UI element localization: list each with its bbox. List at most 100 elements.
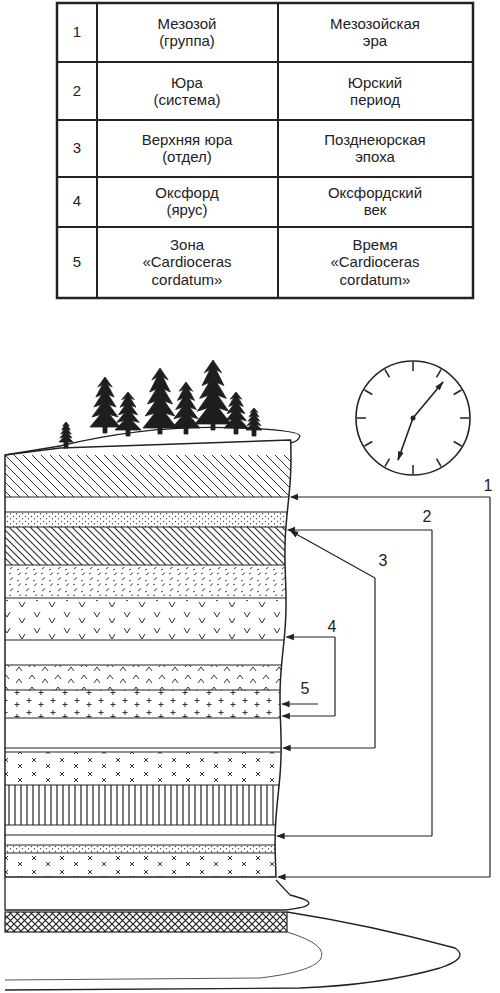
rock-layer bbox=[0, 690, 320, 718]
forest bbox=[59, 360, 262, 448]
callout-number: 5 bbox=[293, 680, 317, 698]
table-rule bbox=[57, 226, 473, 228]
table-grid bbox=[57, 3, 473, 298]
table-cell: 5 bbox=[62, 253, 92, 270]
grass-edge bbox=[60, 427, 300, 446]
callout-number: 3 bbox=[371, 552, 395, 570]
spruce-tree bbox=[172, 382, 200, 434]
table-cell: Юра (система) bbox=[147, 74, 227, 109]
table-cell: 1 bbox=[62, 23, 92, 40]
callout-number: 4 bbox=[320, 618, 344, 636]
rock-layer bbox=[0, 527, 320, 565]
table-rule bbox=[57, 119, 473, 121]
table-cell: Юрский период bbox=[335, 74, 415, 109]
layer-boundary bbox=[5, 844, 275, 845]
layer-boundary bbox=[5, 511, 287, 512]
leader-line bbox=[334, 637, 335, 716]
callout-number: 2 bbox=[415, 508, 439, 526]
clock-hand bbox=[398, 418, 413, 460]
table-cell: Оксфорд (ярус) bbox=[147, 184, 227, 219]
leader-line bbox=[374, 578, 375, 748]
clock-face bbox=[356, 361, 470, 475]
clock-hand bbox=[413, 382, 443, 418]
layer-boundary bbox=[5, 526, 286, 527]
rock-layer bbox=[0, 853, 320, 877]
base-layer bbox=[5, 912, 287, 932]
clock-tick bbox=[437, 459, 442, 467]
table-cell: Верхняя юра (отдел) bbox=[132, 131, 242, 166]
table-rule bbox=[96, 3, 98, 298]
rock-layer bbox=[0, 752, 320, 785]
table-rule bbox=[57, 176, 473, 178]
leader-line bbox=[431, 530, 432, 836]
leader-line bbox=[282, 703, 318, 704]
table-rule bbox=[57, 61, 473, 63]
rock-layer bbox=[0, 600, 320, 640]
leader-line bbox=[278, 876, 490, 877]
spruce-tree bbox=[143, 368, 177, 434]
spruce-tree bbox=[246, 408, 262, 436]
layer-boundary bbox=[5, 751, 281, 752]
clock-ticks bbox=[357, 362, 469, 474]
clock-tick bbox=[357, 417, 366, 419]
layer-boundary bbox=[5, 747, 281, 748]
table-cell: Зона «Cardioceras cordatum» bbox=[132, 236, 242, 288]
clock-tick bbox=[365, 442, 373, 447]
bracket-lines bbox=[277, 497, 490, 877]
layer-boundary bbox=[5, 639, 284, 640]
cliff-outline bbox=[5, 440, 291, 877]
layer-boundary bbox=[5, 834, 275, 835]
callout-number: 1 bbox=[476, 477, 500, 495]
cliff-top bbox=[5, 446, 60, 455]
leader-line bbox=[286, 636, 335, 637]
rock-fill bbox=[0, 430, 320, 890]
ground bbox=[5, 877, 460, 990]
clock-tick bbox=[437, 370, 442, 378]
table-rule bbox=[277, 3, 279, 298]
leader-line bbox=[291, 496, 490, 497]
table-cell: Оксфордский век bbox=[323, 184, 428, 219]
layer-boundary bbox=[5, 689, 280, 690]
clock-tick bbox=[412, 465, 414, 474]
layer-boundary bbox=[5, 852, 275, 853]
leader-line bbox=[283, 747, 375, 748]
table-cell: 2 bbox=[62, 82, 92, 99]
spruce-tree bbox=[115, 392, 141, 436]
shore-line bbox=[5, 932, 322, 980]
layer-boundary bbox=[5, 784, 279, 785]
table-border bbox=[57, 3, 473, 298]
strata bbox=[0, 430, 320, 890]
clock-pivot bbox=[411, 416, 416, 421]
table-cell: Мезозойская эра bbox=[323, 15, 427, 50]
leader-line bbox=[282, 715, 335, 716]
layer-boundary bbox=[5, 824, 276, 825]
table-cell: Мезозой (группа) bbox=[142, 15, 232, 50]
cliff-section bbox=[0, 427, 320, 890]
rock-layer bbox=[0, 785, 320, 825]
clock-symbol bbox=[356, 361, 470, 475]
table-cell: 3 bbox=[62, 139, 92, 156]
leader-line bbox=[288, 529, 432, 530]
spruce-tree bbox=[90, 377, 120, 433]
layer-boundary bbox=[5, 564, 285, 565]
clock-tick bbox=[365, 390, 373, 395]
leader-line bbox=[277, 835, 432, 836]
leader-line bbox=[489, 497, 490, 877]
layer-boundary bbox=[5, 597, 286, 598]
clock-tick bbox=[385, 459, 390, 467]
rock-layer bbox=[0, 845, 320, 853]
layer-boundary bbox=[5, 664, 282, 665]
table-cell: Время «Cardioceras cordatum» bbox=[320, 236, 430, 288]
table-cell: Позднеюрская эпоха bbox=[313, 131, 438, 166]
shore-line bbox=[5, 912, 460, 990]
clock-tick bbox=[454, 442, 462, 447]
clock-tick bbox=[454, 390, 462, 395]
leader-line bbox=[291, 531, 375, 578]
rock-layer bbox=[0, 455, 320, 497]
clock-tick bbox=[412, 362, 414, 371]
rock-ledge bbox=[5, 877, 309, 910]
rock-layer bbox=[0, 512, 320, 527]
table-cell: 4 bbox=[62, 192, 92, 209]
layer-boundary bbox=[5, 496, 289, 497]
